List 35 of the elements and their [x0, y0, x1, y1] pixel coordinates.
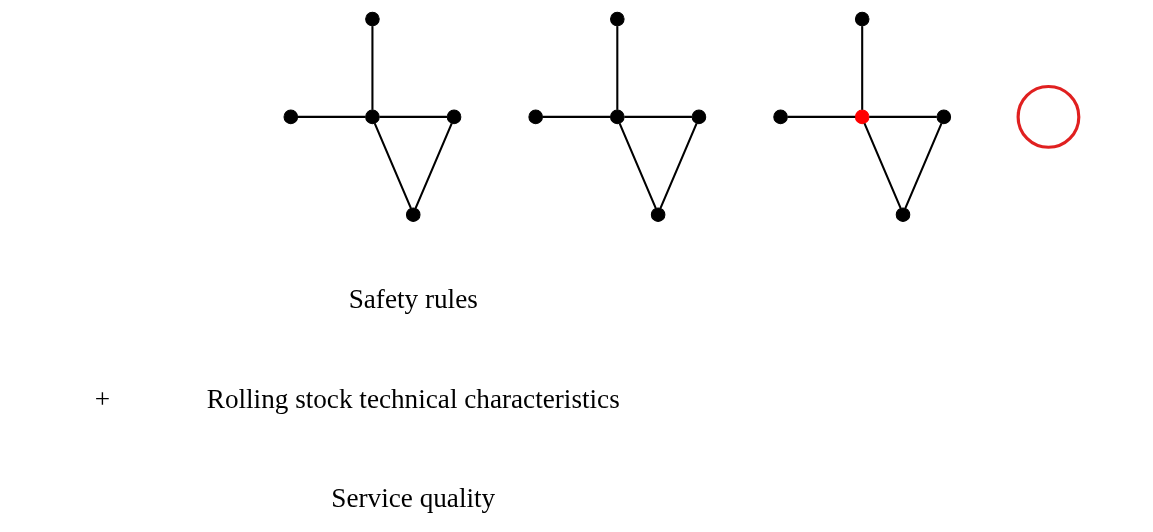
node-circle [283, 109, 299, 125]
node-circle [610, 11, 625, 27]
node-circle [773, 109, 788, 125]
connector [869, 115, 937, 118]
node-circle [1016, 84, 1081, 149]
label: Rolling stock technical characteristics [206, 383, 620, 414]
node-circle [528, 109, 543, 125]
node-circle [610, 109, 625, 125]
label: Safety rules [348, 284, 478, 315]
connector [861, 26, 864, 110]
node-circle [936, 109, 952, 125]
connector [618, 122, 657, 209]
node-circle [691, 109, 707, 125]
connector [542, 115, 611, 118]
connector [371, 26, 374, 110]
label: + [94, 383, 111, 414]
connector [659, 122, 698, 209]
connector [414, 122, 453, 209]
connector [787, 115, 856, 118]
connector [624, 115, 692, 118]
label: Service quality [331, 482, 496, 513]
node-circle [650, 207, 666, 222]
connector [297, 115, 366, 118]
node-circle [854, 11, 870, 27]
connector [379, 115, 448, 118]
node-circle [365, 11, 380, 27]
node-circle [405, 207, 421, 222]
node-circle [365, 109, 380, 125]
connector [863, 122, 902, 209]
node-circle [446, 109, 462, 125]
node-circle [854, 109, 870, 125]
connector [904, 122, 943, 209]
connector [616, 26, 619, 110]
connector [373, 122, 412, 209]
node-circle [895, 207, 911, 222]
